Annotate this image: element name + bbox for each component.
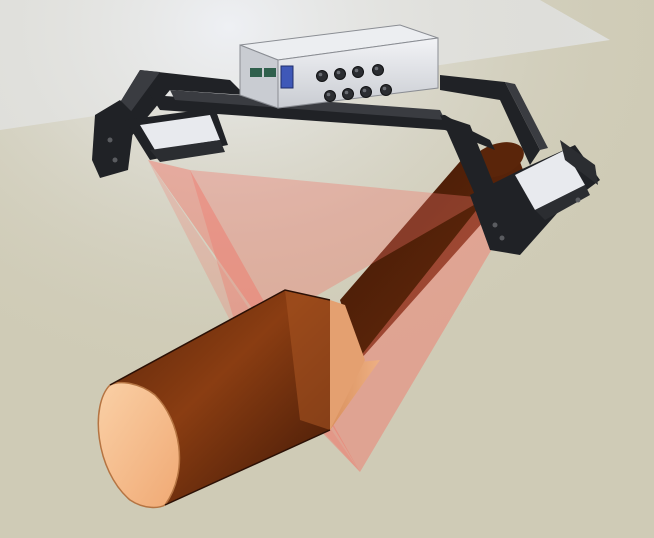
connector-highlight <box>327 93 331 97</box>
blue-button <box>281 66 293 88</box>
connector-port <box>317 71 328 82</box>
connector-port <box>353 67 364 78</box>
connector-port <box>373 65 384 76</box>
connector-port <box>325 91 336 102</box>
connector-highlight <box>319 73 323 77</box>
status-light <box>264 68 276 77</box>
connector-port <box>343 89 354 100</box>
status-light <box>250 68 262 77</box>
connector-highlight <box>383 87 387 91</box>
connector-highlight <box>345 91 349 95</box>
connector-highlight <box>337 71 341 75</box>
connector-highlight <box>375 67 379 71</box>
connector-port <box>361 87 372 98</box>
connector-port <box>335 69 346 80</box>
connector-highlight <box>363 89 367 93</box>
connector-highlight <box>355 69 359 73</box>
connector-port <box>381 85 392 96</box>
